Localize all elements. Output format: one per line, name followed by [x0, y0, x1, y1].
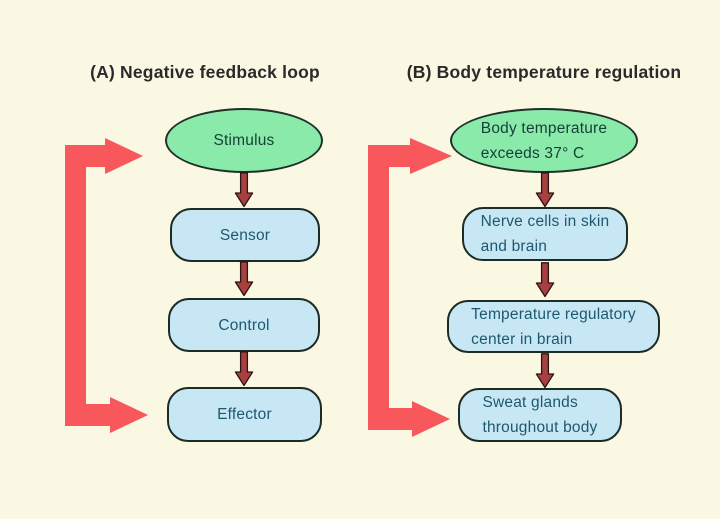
- node-temperature-regulatory-center: Temperature regulatory center in brain: [447, 300, 660, 353]
- down-arrow-icon: [535, 172, 555, 208]
- node-label: Effector: [217, 406, 272, 423]
- node-control: Control: [168, 298, 320, 352]
- down-arrow-icon: [234, 261, 254, 297]
- node-sensor: Sensor: [170, 208, 320, 262]
- node-label: throughout body: [482, 419, 598, 436]
- node-nerve-cells: Nerve cells in skin and brain: [462, 207, 628, 261]
- panel-b-title: (B) Body temperature regulation: [406, 62, 682, 82]
- down-arrow-icon: [535, 353, 555, 389]
- node-label: Nerve cells in skin: [480, 213, 610, 230]
- node-body-temperature: Body temperature exceeds 37° C: [450, 108, 638, 173]
- node-label: Stimulus: [213, 132, 275, 149]
- down-arrow-icon: [535, 262, 555, 298]
- down-arrow-icon: [234, 172, 254, 208]
- node-label: Temperature regulatory: [471, 305, 636, 323]
- node-label: Control: [218, 316, 270, 334]
- feedback-arrow-icon: [65, 138, 148, 433]
- down-arrow-icon: [234, 351, 254, 387]
- feedback-arrow-icon: [368, 138, 452, 437]
- node-stimulus: Stimulus: [165, 108, 323, 173]
- node-effector: Effector: [167, 387, 322, 442]
- node-label: Sweat glands: [482, 394, 578, 411]
- panel-a-title: (A) Negative feedback loop: [90, 62, 320, 82]
- node-label: center in brain: [471, 330, 573, 348]
- node-label: Body temperature: [480, 119, 608, 137]
- node-label: Sensor: [219, 226, 271, 244]
- node-sweat-glands: Sweat glands throughout body: [458, 388, 622, 442]
- node-label: exceeds 37° C: [480, 144, 585, 162]
- node-label: and brain: [480, 238, 548, 255]
